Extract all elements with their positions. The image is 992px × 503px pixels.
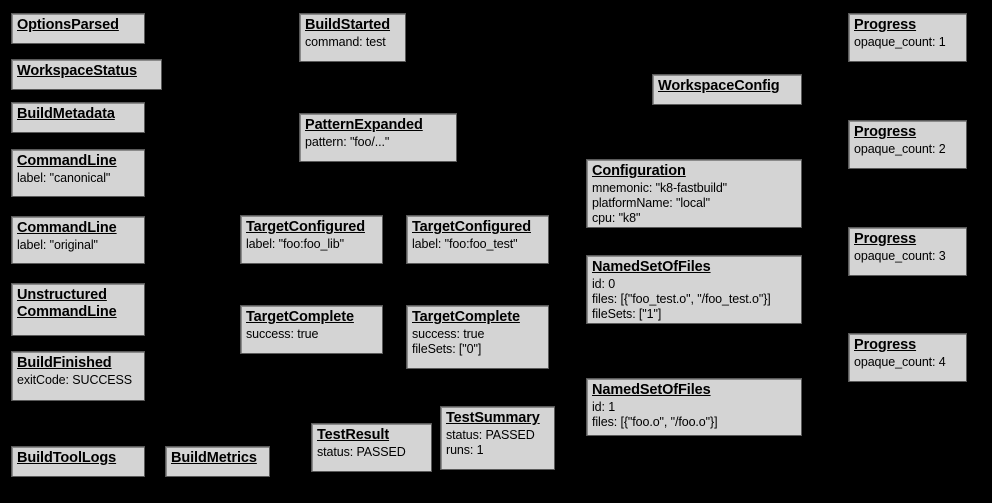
node-fields: label: "foo:foo_lib" xyxy=(246,237,377,252)
node-fields: success: true xyxy=(246,327,377,342)
node-fields: label: "original" xyxy=(17,238,139,253)
node-pattern-expanded[interactable]: PatternExpanded pattern: "foo/..." xyxy=(299,113,457,162)
node-build-started[interactable]: BuildStarted command: test xyxy=(299,13,406,62)
node-fields: label: "foo:foo_test" xyxy=(412,237,543,252)
node-title: PatternExpanded xyxy=(305,117,423,133)
node-title: TestResult xyxy=(317,427,390,443)
node-field: label: "foo:foo_test" xyxy=(412,237,518,251)
node-field: mnemonic: "k8-fastbuild" xyxy=(592,181,728,195)
node-field: cpu: "k8" xyxy=(592,211,641,225)
node-progress-4[interactable]: Progress opaque_count: 4 xyxy=(848,333,967,382)
node-workspace-status[interactable]: WorkspaceStatus xyxy=(11,59,162,90)
node-fields: mnemonic: "k8-fastbuild"platformName: "l… xyxy=(592,181,796,226)
node-fields: status: PASSED xyxy=(317,445,426,460)
node-progress-3[interactable]: Progress opaque_count: 3 xyxy=(848,227,967,276)
node-field: status: PASSED xyxy=(317,445,406,459)
node-field: fileSets: ["1"] xyxy=(592,307,662,321)
node-title: TargetConfigured xyxy=(246,219,365,235)
node-title: BuildToolLogs xyxy=(17,450,117,466)
node-title: NamedSetOfFiles xyxy=(592,259,711,275)
node-title: BuildFinished xyxy=(17,355,112,371)
node-fields: command: test xyxy=(305,35,400,50)
node-field: exitCode: SUCCESS xyxy=(17,373,133,387)
node-title: BuildMetadata xyxy=(17,106,115,122)
node-title: CommandLine xyxy=(17,220,117,236)
node-fields: opaque_count: 3 xyxy=(854,249,961,264)
node-title: TargetComplete xyxy=(412,309,520,325)
node-progress-2[interactable]: Progress opaque_count: 2 xyxy=(848,120,967,169)
node-title: OptionsParsed xyxy=(17,17,119,33)
node-field: files: [{"foo.o", "/foo.o"}] xyxy=(592,415,718,429)
node-command-line-canonical[interactable]: CommandLine label: "canonical" xyxy=(11,149,145,197)
node-field: opaque_count: 4 xyxy=(854,355,946,369)
node-title: TargetComplete xyxy=(246,309,354,325)
node-field: platformName: "local" xyxy=(592,196,710,210)
node-title: Progress xyxy=(854,337,917,353)
node-command-line-original[interactable]: CommandLine label: "original" xyxy=(11,216,145,264)
node-field: id: 1 xyxy=(592,400,616,414)
node-field: opaque_count: 2 xyxy=(854,142,946,156)
node-title: Unstructured CommandLine xyxy=(17,287,117,320)
node-title: CommandLine xyxy=(17,153,117,169)
node-field: opaque_count: 3 xyxy=(854,249,946,263)
node-build-metadata[interactable]: BuildMetadata xyxy=(11,102,145,133)
node-title: Progress xyxy=(854,231,917,247)
node-fields: pattern: "foo/..." xyxy=(305,135,451,150)
node-field: id: 0 xyxy=(592,277,616,291)
node-field: pattern: "foo/..." xyxy=(305,135,390,149)
node-field: runs: 1 xyxy=(446,443,484,457)
node-title: TestSummary xyxy=(446,410,540,426)
node-field: label: "canonical" xyxy=(17,171,111,185)
node-title: TargetConfigured xyxy=(412,219,531,235)
node-title: Progress xyxy=(854,17,917,33)
node-field: status: PASSED xyxy=(446,428,535,442)
node-build-finished[interactable]: BuildFinished exitCode: SUCCESS xyxy=(11,351,145,401)
node-title: WorkspaceStatus xyxy=(17,63,137,79)
node-title: NamedSetOfFiles xyxy=(592,382,711,398)
node-test-result[interactable]: TestResult status: PASSED xyxy=(311,423,432,472)
node-workspace-config[interactable]: WorkspaceConfig xyxy=(652,74,802,105)
node-options-parsed[interactable]: OptionsParsed xyxy=(11,13,145,44)
node-target-configured-foo-lib[interactable]: TargetConfigured label: "foo:foo_lib" xyxy=(240,215,383,264)
node-fields: opaque_count: 4 xyxy=(854,355,961,370)
node-build-tool-logs[interactable]: BuildToolLogs xyxy=(11,446,145,477)
node-title: WorkspaceConfig xyxy=(658,78,780,94)
node-fields: exitCode: SUCCESS xyxy=(17,373,139,388)
node-target-configured-foo-test[interactable]: TargetConfigured label: "foo:foo_test" xyxy=(406,215,549,264)
node-fields: opaque_count: 1 xyxy=(854,35,961,50)
node-progress-1[interactable]: Progress opaque_count: 1 xyxy=(848,13,967,62)
node-fields: opaque_count: 2 xyxy=(854,142,961,157)
node-target-complete-lib[interactable]: TargetComplete success: true xyxy=(240,305,383,354)
node-title: BuildStarted xyxy=(305,17,391,33)
node-fields: label: "canonical" xyxy=(17,171,139,186)
node-field: label: "original" xyxy=(17,238,98,252)
node-field: command: test xyxy=(305,35,386,49)
node-title: Progress xyxy=(854,124,917,140)
node-title: Configuration xyxy=(592,163,686,179)
node-field: success: true xyxy=(246,327,319,341)
node-field: files: [{"foo_test.o", "/foo_test.o"}] xyxy=(592,292,771,306)
node-build-metrics[interactable]: BuildMetrics xyxy=(165,446,270,477)
node-field: label: "foo:foo_lib" xyxy=(246,237,344,251)
node-title: BuildMetrics xyxy=(171,450,257,466)
node-unstructured-command-line[interactable]: Unstructured CommandLine xyxy=(11,283,145,336)
node-field: opaque_count: 1 xyxy=(854,35,946,49)
node-field: success: true xyxy=(412,327,485,341)
node-field: fileSets: ["0"] xyxy=(412,342,482,356)
node-configuration[interactable]: Configuration mnemonic: "k8-fastbuild"pla… xyxy=(586,159,802,228)
